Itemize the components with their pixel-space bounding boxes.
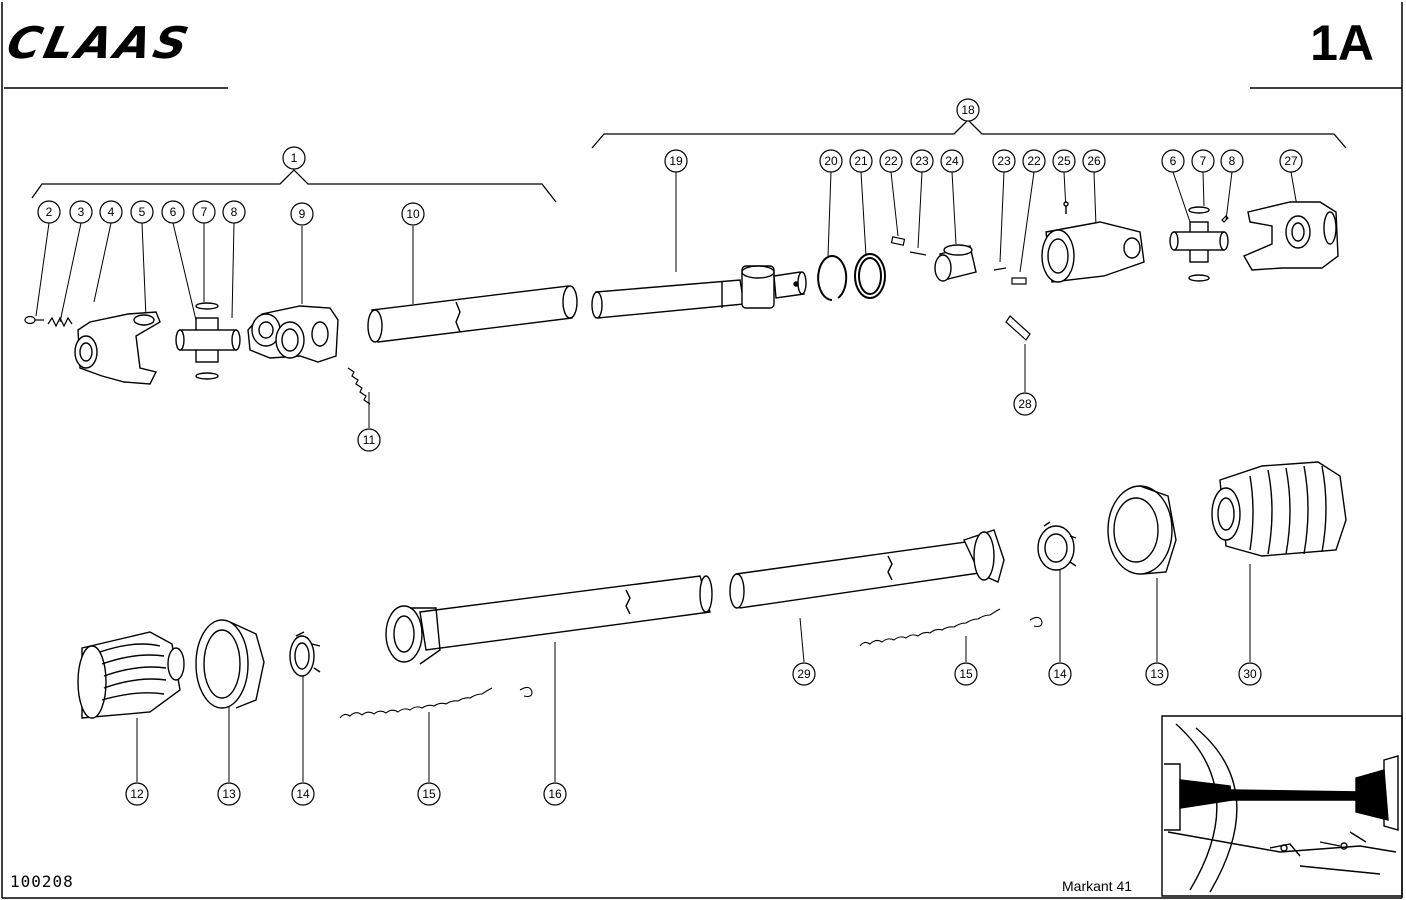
- slide-23a: [909, 251, 927, 256]
- callout-23: 23: [915, 154, 929, 168]
- callout-13-right: 13: [1150, 667, 1164, 681]
- callout-26: 26: [1087, 154, 1101, 168]
- callout-22-second: 22: [1027, 154, 1041, 168]
- yoke-26: [1041, 201, 1145, 283]
- installation-inset: [1161, 715, 1403, 897]
- ring-21: [854, 253, 886, 299]
- callout-19: 19: [669, 154, 683, 168]
- slide-22b: [1011, 277, 1027, 285]
- bearing-ring-13-left: [195, 619, 265, 709]
- callout-21: 21: [854, 154, 868, 168]
- bearing-ring-13-right: [1107, 485, 1177, 575]
- callout-11: 11: [363, 433, 376, 447]
- callout-6-right: 6: [1170, 154, 1177, 168]
- callout-15-right: 15: [959, 667, 973, 681]
- callout-27: 27: [1284, 154, 1298, 168]
- spring-3: [47, 316, 73, 328]
- clamp-ring-14-right: [1037, 521, 1077, 571]
- leader-lines: [35, 171, 1299, 782]
- group-bracket-1: [31, 169, 557, 203]
- callout-24: 24: [945, 154, 959, 168]
- callout-14-left: 14: [296, 787, 310, 801]
- callout-14-right: 14: [1053, 667, 1067, 681]
- sheet-code: 1A: [1310, 15, 1374, 71]
- bellows-30: [1211, 461, 1347, 557]
- callout-22: 22: [884, 154, 898, 168]
- chain-15-left: [339, 686, 533, 719]
- callout-30: 30: [1243, 667, 1257, 681]
- callout-15-left: 15: [422, 787, 436, 801]
- callout-10: 10: [406, 207, 420, 221]
- tube-10: [367, 285, 578, 343]
- slide-23b: [993, 267, 1007, 271]
- callout-13-left: 13: [222, 787, 236, 801]
- callout-2: 2: [46, 205, 53, 219]
- guard-tube-29: [729, 529, 1005, 609]
- callout-8-right: 8: [1229, 154, 1236, 168]
- pin-2: [24, 315, 44, 325]
- callout-7-right: 7: [1200, 154, 1207, 168]
- callout-25: 25: [1057, 154, 1071, 168]
- yoke-5: [74, 311, 161, 385]
- shaft-19: [591, 265, 807, 319]
- model-label: Markant 41: [1062, 878, 1133, 894]
- circlip-20: [817, 255, 848, 301]
- guard-tube-16: [385, 575, 713, 665]
- callout-9: 9: [299, 207, 306, 221]
- callout-3: 3: [78, 205, 85, 219]
- document-number: 100208: [10, 872, 74, 891]
- callout-23-second: 23: [997, 154, 1011, 168]
- cross-journal-6-right: [1169, 206, 1229, 282]
- callout-20: 20: [824, 154, 838, 168]
- clamp-ring-14-left: [289, 631, 321, 677]
- callout-6: 6: [170, 205, 177, 219]
- grease-nipple-8-right: [1221, 215, 1229, 223]
- callout-circles: [37, 98, 1303, 806]
- callout-5: 5: [139, 205, 146, 219]
- slide-22a: [890, 236, 906, 246]
- bellows-12: [77, 631, 185, 719]
- yoke-27: [1243, 201, 1339, 271]
- callout-8: 8: [231, 205, 238, 219]
- callout-labels: 1 2 3 4 5 6 7 8 9 10 11 18 19 20 21 22 2…: [46, 103, 1298, 801]
- callout-12: 12: [130, 787, 144, 801]
- spring-pin-11: [347, 367, 371, 405]
- chain-15-right: [859, 608, 1043, 647]
- callout-4: 4: [108, 205, 115, 219]
- cross-journal-6: [175, 302, 241, 380]
- callout-28: 28: [1018, 397, 1032, 411]
- callout-18: 18: [961, 103, 975, 117]
- group-bracket-18: [591, 119, 1347, 149]
- callout-7: 7: [201, 205, 208, 219]
- callout-16: 16: [548, 787, 562, 801]
- callout-1: 1: [291, 151, 298, 165]
- bush-24: [934, 244, 977, 282]
- yoke-9: [247, 305, 339, 363]
- pin-28: [1005, 315, 1031, 341]
- callout-29: 29: [797, 667, 811, 681]
